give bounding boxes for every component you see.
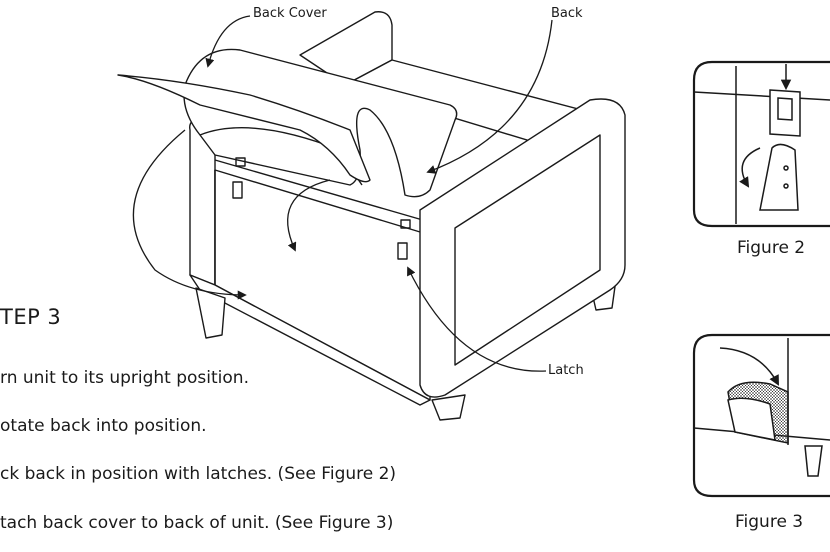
back-cover-arrow [205,15,251,68]
latch-hook-left [235,157,246,167]
back-arrow [426,19,553,174]
instruction-3: ck back in position with latches. (See F… [0,464,397,484]
latch-left [232,181,243,199]
back-cover-flap [117,74,371,183]
near-arm [419,98,626,398]
rotate-arrow [287,179,331,252]
figure3-detail [692,333,830,498]
cover-attach-arrow [132,129,247,300]
figure2-detail [692,60,830,228]
instruction-2: otate back into position. [0,416,207,436]
instruction-1: rn unit to its upright position. [0,368,249,388]
far-arm [299,11,393,86]
figure3-caption: Figure 3 [735,512,804,532]
back-cover-label: Back Cover [253,6,327,21]
latch-label: Latch [548,363,584,378]
latch-right [397,242,408,260]
latch-hook-right [400,219,411,229]
latch-arrow [407,266,547,372]
base-rail [189,274,431,406]
figure2-caption: Figure 2 [737,238,806,258]
back-frame [214,169,431,401]
instruction-4: tach back cover to back of unit. (See Fi… [0,513,394,533]
leg-back [431,394,466,421]
step-title: TEP 3 [0,305,62,329]
leg-left [195,287,226,339]
back-label: Back [551,6,583,21]
